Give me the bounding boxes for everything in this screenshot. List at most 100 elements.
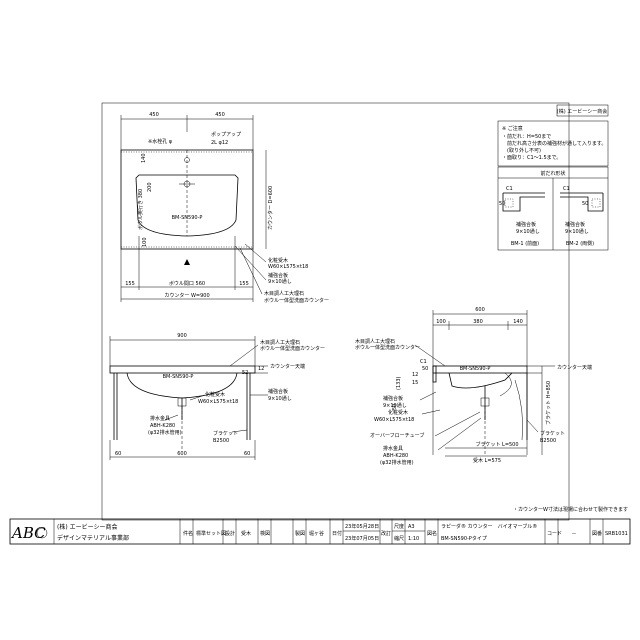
- company-box-text: (株) エービーシー商会: [557, 108, 607, 115]
- val-scale: 1:10: [408, 536, 419, 542]
- bowl-depth: ボウル奥行き 380: [137, 189, 144, 230]
- val-kenmei: 標準セット図: [196, 530, 226, 537]
- company-box: [556, 104, 609, 117]
- faucet-hole-label: ※水栓孔 φ: [148, 138, 173, 145]
- dim-200: 200: [147, 182, 153, 192]
- drain-note: (φ32排水管用): [380, 459, 414, 466]
- edge-hosyo-left: 補強合板: [516, 221, 536, 228]
- keshou-label: 化粧受木: [205, 391, 225, 398]
- receiver-length: 受木 L=575: [473, 457, 501, 464]
- dim-140: 140: [513, 319, 523, 325]
- cap-name: 図名: [427, 530, 437, 537]
- bowl-section: [448, 372, 513, 389]
- date-1: 23年05月28日: [345, 523, 379, 530]
- edge-size-left: 9×10通し: [516, 228, 540, 235]
- cap-seizu: 製図: [295, 530, 305, 537]
- edge-hosyo-right: 補強合板: [565, 221, 585, 228]
- hosyo-label: 補強合板: [268, 388, 288, 395]
- counter-depth: カウンター D=600: [267, 186, 274, 230]
- sheet-border: [101, 102, 570, 521]
- bracket-label: ブラケット: [540, 430, 565, 437]
- front-arrow-icon: [184, 259, 190, 265]
- edge-detail-title: 前だれ形状: [540, 170, 565, 177]
- edge-detail-box: 前だれ形状 C1 50 補強合板 9×10通し BM-1 (前面) C1 50 …: [497, 166, 609, 251]
- date-2: 23年07月05日: [345, 535, 379, 542]
- keshou-size: W60×L575×t18: [268, 264, 308, 270]
- model-label: BM-SN590-P: [460, 366, 491, 372]
- counter-slab: [109, 365, 256, 374]
- notes-line: (取り外し不可): [502, 147, 541, 154]
- val-code: －: [571, 531, 576, 537]
- dim-bottom: 600: [177, 451, 187, 457]
- edge-c1-left: C1: [506, 186, 513, 192]
- mokusei-label-2: ボウル一体型洗面カウンター: [264, 297, 329, 304]
- company-name-2: デザインマテリアル事業部: [57, 534, 129, 542]
- bracket-label: ブラケット: [213, 430, 238, 437]
- hosyo-label: 補強合板: [268, 272, 288, 279]
- dim-50: 50: [422, 366, 428, 372]
- mokusei-label-2: ボウル一体型洗面カウンター: [260, 345, 325, 352]
- mokusei-label: 木目調人工大理石: [355, 338, 395, 345]
- cap-kentou: 検図: [260, 530, 270, 537]
- hosyo-size: 9×10通し: [268, 278, 292, 285]
- popup-size: 2L φ12: [211, 140, 228, 146]
- dim-380: 380: [473, 319, 483, 325]
- edge-dim-left: 50: [499, 201, 505, 207]
- dim-140: 140: [141, 153, 147, 163]
- keshou-label: 化粧受木: [268, 257, 288, 264]
- dim-60-right: 60: [244, 451, 250, 457]
- edge-caption-right: BM-2 (両側): [566, 240, 594, 247]
- cap-sekkei: 設計: [225, 530, 235, 537]
- dim-top: 900: [177, 333, 187, 339]
- footer-note: ・カウンターW寸法は現場に合わせて製作できます: [513, 506, 628, 513]
- val-name-1: ラピーダ® カウンター バイオマーブル®: [441, 523, 537, 530]
- drain-model: ABH-K280: [150, 423, 175, 429]
- cap-scale: 縮尺: [394, 535, 404, 542]
- edge-profile-left: [502, 192, 545, 212]
- val-size: A3: [408, 524, 415, 530]
- notes-title: ※ ご注意: [502, 125, 523, 132]
- dim-right: 450: [215, 112, 225, 118]
- edge-profile-right: [560, 192, 604, 212]
- notes-line: 前だれ高さ分表の補強材が通して入ります。: [502, 140, 606, 147]
- reinforcement-board-left: [504, 198, 514, 208]
- dim-50b: 50: [392, 404, 398, 410]
- mokusei-label: 木目調人工大理石: [260, 339, 300, 346]
- keshou-label: 化粧受木: [388, 409, 408, 416]
- keshou-size: W60×L575×t18: [198, 399, 238, 405]
- dim-155-left: 155: [125, 281, 135, 287]
- overflow-label: オーバーフローチューブ: [370, 432, 424, 439]
- svg-text:ABC: ABC: [10, 524, 46, 542]
- notes-box: ※ ご注意 ・前だれ：H=50まで 前だれ高さ分表の補強材が通して入ります。 (…: [497, 120, 609, 167]
- dim-133: (133): [396, 377, 402, 390]
- side-view: 600 100 380 140 BM-SN590-P カウンター天端 C1 50…: [355, 307, 592, 466]
- val-name-2: BM-SN590-Pタイプ: [441, 535, 487, 542]
- model-label: BM-SN590-P: [163, 374, 194, 380]
- model-label: BM-SN590-P: [172, 215, 203, 221]
- reinforcement-board-right: [591, 198, 601, 208]
- counter-width: カウンター W=900: [164, 292, 209, 299]
- plan-view: 450 450 ※水栓孔 φ ポップアップ 2L φ12 BM-SN590-P …: [120, 112, 329, 304]
- top-label: カウンター天端: [270, 363, 305, 370]
- front-view: 900 12 カウンター天端 BM-SN590-P 52 60 60 600 木…: [109, 333, 325, 460]
- edge-caption-left: BM-1 (前面): [511, 240, 539, 247]
- cap-kaitei: 改訂: [381, 530, 391, 537]
- keshou-size: W60×L575×t18: [374, 417, 414, 423]
- val-sekkei: 受木: [241, 530, 251, 537]
- title-block: ABC (株) エービーシー商会 デザインマテリアル事業部 件名 標準セット図 …: [9, 518, 631, 545]
- bracket-length: ブラケット L=500: [475, 441, 518, 448]
- mokusei-label-2: ボウル一体型洗面カウンター: [355, 344, 420, 351]
- bracket-height: ブラケット H=850: [545, 381, 552, 425]
- edge-dim-right: 50: [582, 201, 588, 207]
- cap-zuban: 図番: [592, 530, 602, 537]
- dim-100: 100: [436, 319, 446, 325]
- cap-date: 日付: [332, 530, 342, 537]
- hosyo-size: 9×10通し: [383, 402, 407, 409]
- dim-15: 15: [412, 380, 418, 386]
- drain-model: ABH-K280: [383, 453, 408, 459]
- notes-line: ・面取り：C1～1.5まで。: [502, 155, 561, 161]
- bracket-model: B2500: [540, 438, 556, 444]
- bowl-width: ボウル間口 560: [169, 280, 205, 287]
- dim-12: 12: [412, 372, 418, 378]
